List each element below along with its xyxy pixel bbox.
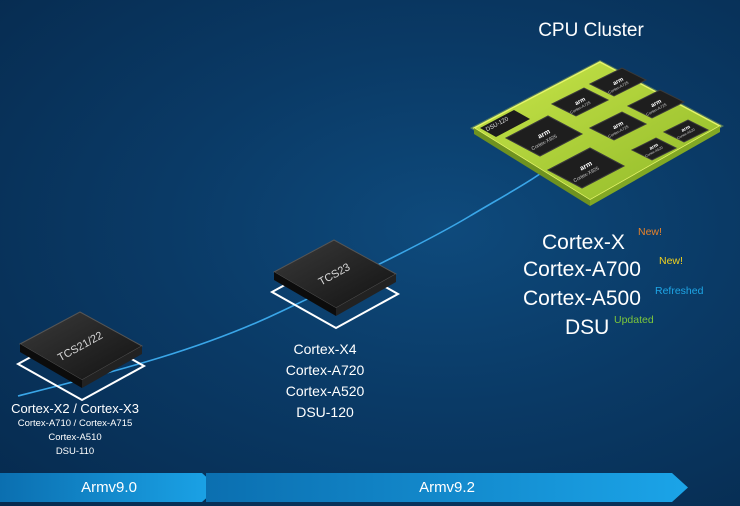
cortex-a500-tag: Refreshed — [655, 285, 704, 297]
tcs21-22-spec-line: Cortex-A510 — [48, 432, 102, 443]
core-tile: arm Cortex-A520 — [630, 137, 678, 161]
core-brand: arm — [649, 142, 660, 152]
tcs23-spec-line: Cortex-X4 — [293, 341, 357, 357]
cortex-a700-label: Cortex-A700 — [523, 258, 641, 281]
core-tile: arm Cortex-A725 — [550, 87, 610, 117]
core-brand: arm — [612, 121, 625, 131]
core-tile: arm Cortex-X925 — [504, 115, 584, 157]
tcs23-spec-line: Cortex-A720 — [285, 362, 365, 378]
tcs21-22-spec-line: Cortex-X2 / Cortex-X3 — [11, 401, 139, 416]
tcs23-chip: TCS23 — [269, 239, 401, 330]
armv9-0-banner: Armv9.0 — [0, 473, 218, 502]
armv9-0-label: Armv9.0 — [81, 479, 137, 496]
core-brand: arm — [574, 97, 587, 107]
cortex-a500-label: Cortex-A500 — [523, 287, 641, 310]
cpu-cluster-title: CPU Cluster — [538, 20, 644, 41]
cpu-cluster-board: DSU-120 arm Cortex-X925 arm Cortex-X925 … — [470, 60, 724, 206]
tcs23-spec-line: DSU-120 — [296, 404, 354, 420]
cortex-a700-tag: New! — [659, 255, 683, 267]
core-tile: arm Cortex-A725 — [588, 111, 648, 141]
core-brand: arm — [612, 77, 625, 87]
core-tile: arm Cortex-A520 — [662, 119, 710, 143]
tcs21-22-spec-line: DSU-110 — [55, 446, 95, 457]
tcs21-22-spec-line: Cortex-A710 / Cortex-A715 — [17, 418, 133, 429]
cortex-x-label: Cortex-X — [542, 231, 625, 254]
core-tile: arm Cortex-A725 — [626, 89, 686, 119]
armv9-2-label: Armv9.2 — [419, 479, 475, 496]
core-tile: arm Cortex-X925 — [546, 147, 626, 189]
core-brand: arm — [681, 124, 692, 134]
core-brand: arm — [650, 99, 663, 109]
cortex-x-tag: New! — [638, 226, 662, 238]
tcs21-22-chip: TCS21/22 — [15, 311, 147, 402]
armv9-2-banner: Armv9.2 — [206, 473, 688, 502]
core-tile: arm Cortex-A725 — [588, 67, 648, 97]
dsu-label: DSU — [565, 316, 610, 339]
tcs23-spec-line: Cortex-A520 — [285, 383, 365, 399]
dsu-tag: Updated — [614, 314, 654, 326]
